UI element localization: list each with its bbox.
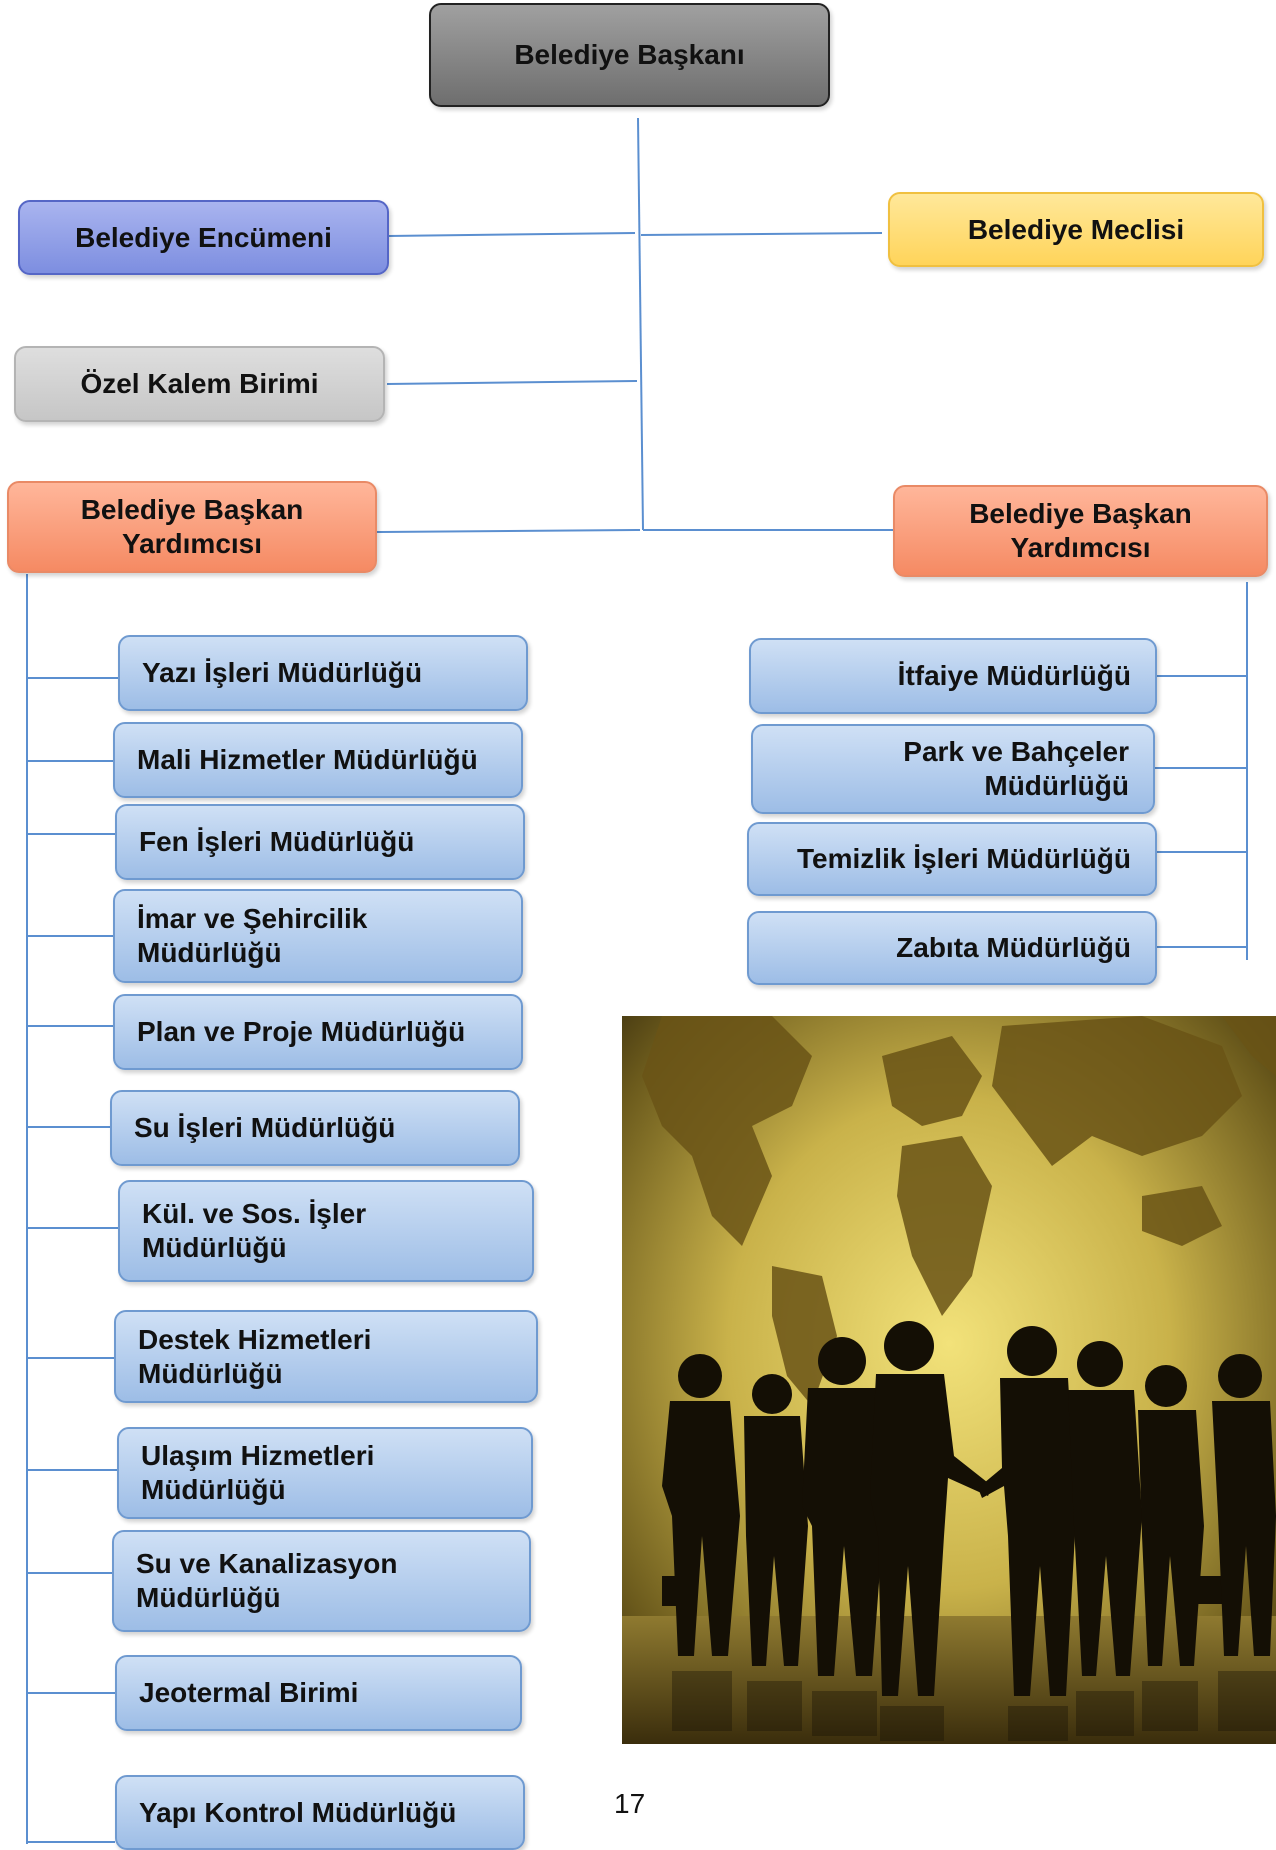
unit-left-label: Yazı İşleri Müdürlüğü bbox=[142, 657, 423, 688]
private-office-box: Özel Kalem Birimi bbox=[14, 346, 385, 422]
unit-left-9: Ulaşım Hizmetleri Müdürlüğü bbox=[117, 1427, 533, 1519]
deputy-right-label: Belediye Başkan Yardımcısı bbox=[969, 498, 1192, 563]
unit-left-label: Destek Hizmetleri Müdürlüğü bbox=[138, 1323, 372, 1389]
unit-left-label: Mali Hizmetler Müdürlüğü bbox=[137, 744, 478, 775]
council-right-box: Belediye Meclisi bbox=[888, 192, 1264, 267]
unit-right-label: İtfaiye Müdürlüğü bbox=[897, 660, 1131, 691]
unit-left-12: Yapı Kontrol Müdürlüğü bbox=[115, 1775, 525, 1850]
unit-left-label: İmar ve Şehircilik Müdürlüğü bbox=[137, 903, 368, 968]
private-office-label: Özel Kalem Birimi bbox=[80, 368, 319, 399]
unit-left-label: Kül. ve Sos. İşler Müdürlüğü bbox=[142, 1198, 367, 1263]
unit-right-4: Zabıta Müdürlüğü bbox=[747, 911, 1157, 985]
deputy-left-label: Belediye Başkan Yardımcısı bbox=[80, 494, 304, 559]
page-number: 17 bbox=[614, 1788, 646, 1819]
unit-left-label: Yapı Kontrol Müdürlüğü bbox=[139, 1796, 457, 1828]
business-people-photo bbox=[622, 1016, 1276, 1744]
unit-right-label: Zabıta Müdürlüğü bbox=[896, 932, 1131, 963]
unit-left-label: Su ve Kanalizasyon Müdürlüğü bbox=[136, 1548, 398, 1613]
unit-left-6: Su İşleri Müdürlüğü bbox=[110, 1090, 520, 1166]
unit-left-3: Fen İşleri Müdürlüğü bbox=[115, 804, 525, 880]
mayor-label: Belediye Başkanı bbox=[514, 39, 745, 70]
unit-left-11: Jeotermal Birimi bbox=[115, 1655, 522, 1731]
deputy-left-box: Belediye Başkan Yardımcısı bbox=[7, 481, 377, 573]
council-right-label: Belediye Meclisi bbox=[967, 213, 1185, 245]
unit-left-10: Su ve Kanalizasyon Müdürlüğü bbox=[112, 1530, 531, 1632]
unit-left-2: Mali Hizmetler Müdürlüğü bbox=[113, 722, 523, 798]
council-left-box: Belediye Encümeni bbox=[18, 200, 389, 275]
unit-left-4: İmar ve Şehircilik Müdürlüğü bbox=[113, 889, 523, 983]
unit-right-label: Park ve Bahçeler Müdürlüğü bbox=[903, 736, 1129, 801]
unit-right-3: Temizlik İşleri Müdürlüğü bbox=[747, 822, 1157, 896]
unit-left-label: Jeotermal Birimi bbox=[139, 1677, 359, 1708]
unit-left-7: Kül. ve Sos. İşler Müdürlüğü bbox=[118, 1180, 534, 1282]
unit-right-1: İtfaiye Müdürlüğü bbox=[749, 638, 1157, 714]
unit-left-1: Yazı İşleri Müdürlüğü bbox=[118, 635, 528, 711]
unit-right-2: Park ve Bahçeler Müdürlüğü bbox=[751, 724, 1155, 814]
unit-left-label: Plan ve Proje Müdürlüğü bbox=[137, 1016, 466, 1047]
unit-right-label: Temizlik İşleri Müdürlüğü bbox=[797, 843, 1131, 874]
unit-left-label: Fen İşleri Müdürlüğü bbox=[139, 826, 415, 857]
unit-left-label: Ulaşım Hizmetleri Müdürlüğü bbox=[141, 1440, 375, 1505]
unit-left-label: Su İşleri Müdürlüğü bbox=[134, 1112, 396, 1143]
council-left-label: Belediye Encümeni bbox=[75, 221, 332, 253]
unit-left-5: Plan ve Proje Müdürlüğü bbox=[113, 994, 523, 1070]
mayor-box: Belediye Başkanı bbox=[429, 3, 830, 107]
deputy-right-box: Belediye Başkan Yardımcısı bbox=[893, 485, 1268, 577]
unit-left-8: Destek Hizmetleri Müdürlüğü bbox=[114, 1310, 538, 1403]
